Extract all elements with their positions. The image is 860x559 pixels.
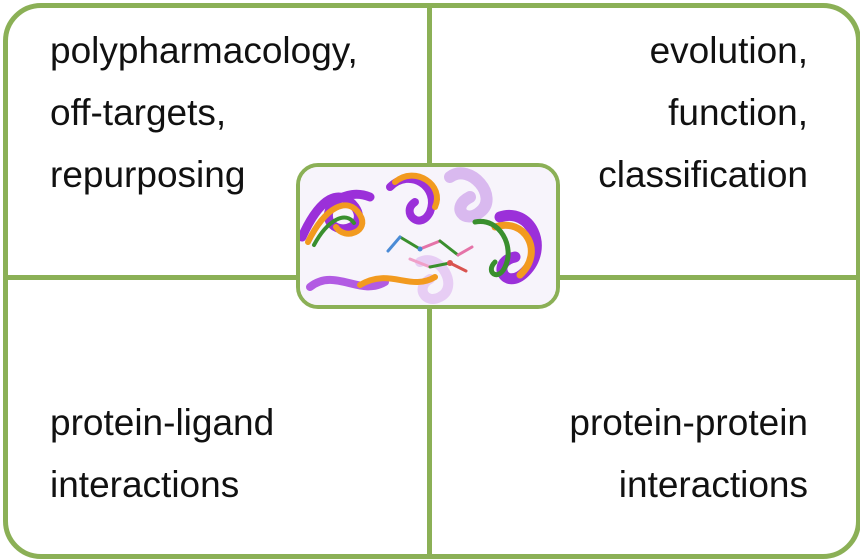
protein-structure-ribbon-image	[300, 167, 556, 305]
quadrant-text-line: classification	[598, 154, 808, 195]
quadrant-text-line: polypharmacology,	[50, 30, 358, 71]
quadrant-top-right: evolution, function, classification	[598, 20, 808, 206]
quadrant-bottom-left: protein-ligand interactions	[50, 392, 274, 516]
quadrant-text-line: protein-ligand	[50, 402, 275, 443]
protein-structure-image	[296, 163, 560, 309]
quadrant-text-line: function,	[668, 92, 808, 133]
quadrant-text-line: off-targets,	[50, 92, 227, 133]
quadrant-text-line: interactions	[618, 464, 808, 505]
quadrant-text-line: interactions	[50, 464, 240, 505]
quadrant-bottom-right: protein-protein interactions	[569, 392, 808, 516]
quadrant-text-line: protein-protein	[569, 402, 808, 443]
quadrant-top-left: polypharmacology, off-targets, repurposi…	[50, 20, 358, 206]
quadrant-text-line: repurposing	[50, 154, 246, 195]
quadrant-text-line: evolution,	[649, 30, 808, 71]
